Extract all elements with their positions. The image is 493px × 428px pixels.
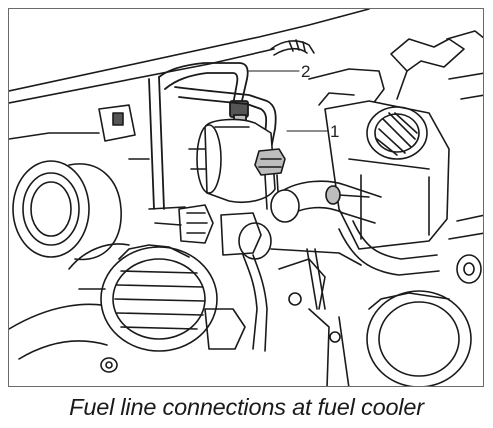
callout-leaders [248, 70, 328, 132]
rear-structure [308, 68, 483, 110]
coolant-reservoir [324, 100, 450, 250]
sensor-connectors [148, 204, 272, 352]
fuel-cooler [188, 118, 286, 210]
support-rod [306, 248, 326, 310]
engine-block [204, 248, 362, 386]
coolant-hose [270, 180, 440, 276]
turbo-housing [9, 243, 218, 373]
engine-illustration: 2 1 [8, 8, 484, 387]
hood-edge [9, 9, 370, 104]
throttle-body [9, 104, 150, 261]
upper-hose [270, 30, 483, 100]
callout-1-label: 1 [330, 122, 339, 141]
callout-2-label: 2 [301, 62, 310, 81]
figure-caption: Fuel line connections at fuel cooler [69, 394, 424, 420]
engine-drawing: 2 1 [9, 9, 483, 386]
lower-right-pulleys [366, 214, 483, 386]
fuel-line-1 [174, 86, 277, 150]
